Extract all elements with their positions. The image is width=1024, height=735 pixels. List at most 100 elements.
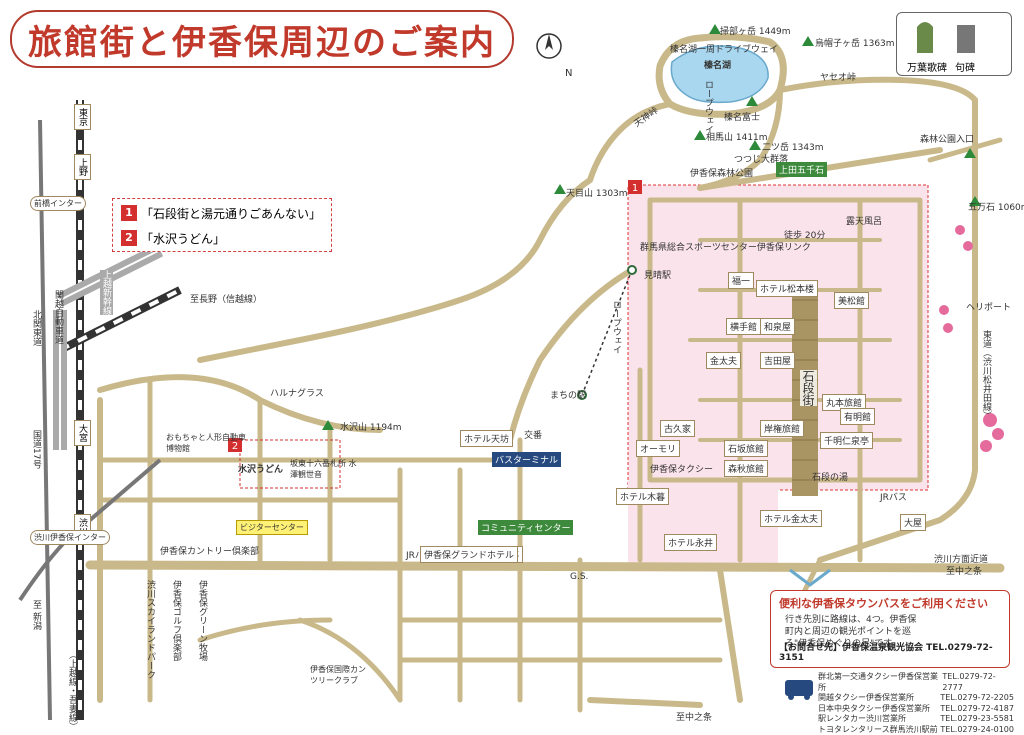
ryokan-label: 古久家: [660, 420, 695, 437]
info-title: 便利な伊香保タウンバスをご利用ください: [779, 595, 1009, 611]
taxi-tel: TEL.0279-72-2205: [940, 693, 1014, 704]
route17-label: 国道17号: [30, 430, 43, 468]
yaseo-pass-label: ヤセオ峠: [820, 70, 856, 83]
ryokan-label: 石坂旅館: [724, 440, 768, 457]
shibukawa-ic-label: 渋川伊香保インター: [30, 530, 110, 545]
taxi-row: 駅レンタカー渋川営業所 TEL.0279-23-5581: [818, 714, 1014, 725]
kuhi-monument-icon: [957, 25, 975, 53]
cherry-trees: [939, 225, 1004, 452]
taxi-tel: TEL.0279-72-4187: [940, 704, 1014, 715]
jr-bus-label-east: JRバス: [880, 490, 907, 503]
ropeway-label: ロープウェイ: [610, 300, 623, 354]
legend-box: 1 「石段街と湯元通りごあんない」 2 「水沢うどん」: [112, 198, 332, 252]
to-nakanojo-south: 至中之条: [676, 710, 712, 723]
svg-text:1: 1: [632, 183, 638, 194]
tenmoku-label: 天目山 1303m: [566, 186, 628, 199]
ryokan-label: ホテル永井: [664, 534, 717, 551]
map-title: 旅館街と伊香保周辺のご案内: [28, 15, 496, 64]
ryokan-label: 有明館: [840, 408, 875, 425]
ikaho-gc-label: 伊香保ゴルフ倶楽部: [170, 580, 183, 661]
taxi-row: 関越タクシー伊香保営業所 TEL.0279-72-2205: [818, 693, 1014, 704]
mizusawa-udon-label: 水沢うどん: [238, 462, 283, 475]
taxi-tel: TEL.0279-72-2777: [942, 672, 1014, 693]
legend-number: 1: [121, 205, 137, 221]
haruna-lake-label: 榛名湖: [704, 58, 731, 71]
ryokan-label: 美松館: [834, 292, 869, 309]
ryokan-label: ホテル金太夫: [760, 510, 822, 527]
taxi-tel: TEL.0279-23-5581: [940, 714, 1014, 725]
ishidan-label: 石段街: [800, 370, 817, 406]
info-contact: 【お問合せ先】伊香保温泉観光協会 TEL.0279-72-3151: [779, 640, 1009, 663]
rotenburo-label: 露天風呂: [846, 214, 882, 227]
ryokan-label: 伊香保グランドホテル: [420, 546, 518, 563]
ryokan-label: 和泉屋: [760, 318, 795, 335]
manyo-monument-icon: [917, 22, 933, 53]
haruna-fuji-label: 榛名富士: [724, 110, 760, 123]
to-niigata-label: 至 新潟: [30, 600, 43, 630]
compass-letter: N: [565, 68, 572, 79]
miharashi-station-marker: [628, 266, 636, 274]
omocha-museum-label: おもちゃと人形自動車博物館: [166, 432, 246, 454]
visitor-center-label: ビジターセンター: [236, 520, 308, 535]
mizusawa-kannon-label: 坂東十六番札所 水澤観世音: [290, 458, 360, 480]
ryokan-label: 吉田屋: [760, 352, 795, 369]
forest-park-entrance: 森林公園入口: [920, 132, 974, 145]
walk-time-label: 徒歩 20分: [784, 228, 825, 241]
goishi-label: 五万石 1060m: [968, 200, 1024, 213]
taxi-name: 群北第一交通タクシー伊香保営業所: [818, 672, 942, 693]
ohashi-label: 大屋: [900, 514, 926, 531]
ryokan-label: ホテル松本楼: [756, 280, 818, 297]
soma-label: 相馬山 1411m: [706, 130, 768, 143]
koban-label: 交番: [524, 428, 542, 441]
joetsu-shinkansen-label: 上越新幹線: [100, 270, 113, 315]
legend-item-1: 1 「石段街と湯元通りごあんない」: [121, 202, 323, 224]
community-center-label: コミュニティセンター: [478, 520, 573, 535]
station-ueno: 上野: [74, 154, 91, 180]
kanetsu-expressway-label: 関越自動車道: [52, 290, 65, 344]
taxi-name: 関越タクシー伊香保営業所: [818, 693, 914, 704]
legend-number: 2: [121, 230, 137, 246]
ryokan-label: オーモリ: [636, 440, 680, 457]
ryokan-label: ホテル木暮: [616, 488, 669, 505]
manyo-label: 万葉歌碑: [907, 59, 947, 74]
taxi-row: 日本中央タクシー伊香保営業所 TEL.0279-72-4187: [818, 704, 1014, 715]
ishidan-onsen-label: 石段の湯: [812, 470, 848, 483]
ryokan-label: ホテル天坊: [460, 430, 513, 447]
ryokan-label: 横手館: [726, 318, 761, 335]
east-road-label: 東道（渋川松井田線）: [980, 330, 993, 420]
ryokan-label: 森秋旅館: [724, 460, 768, 477]
legend-label: 「水沢うどん」: [141, 230, 225, 247]
haruna-drive-label: 榛名湖一周ドライブウェイ: [670, 42, 778, 55]
heliport-label: ヘリポート: [966, 300, 1011, 313]
map-title-box: 旅館街と伊香保周辺のご案内: [10, 10, 514, 68]
ikaho-forest-park: 伊香保森林公園: [690, 166, 753, 179]
kaminoyu-label: 上田五千石: [776, 162, 827, 177]
gas-station-label: G.S.: [570, 572, 588, 582]
ikaho-green-label: 伊香保グリーン牧場: [196, 580, 209, 661]
machinoeki-label: まちの駅: [550, 388, 586, 401]
ikaho-taxi-label: 伊香保タクシー: [650, 462, 713, 475]
symbol-legend: 万葉歌碑 句碑: [896, 12, 1012, 76]
ryokan-label: 金太夫: [706, 352, 741, 369]
legend-item-2: 2 「水沢うどん」: [121, 227, 323, 249]
haruna-grass-label: ハルナグラス: [270, 386, 324, 399]
to-nagano-label: 至長野（信越線）: [190, 292, 262, 305]
taxi-tel: TEL.0279-24-0100: [940, 725, 1014, 735]
jr-agatsuma-label: （上越線・吾妻線）: [66, 650, 79, 731]
ryokan-label: 岸権旅館: [760, 420, 804, 437]
ryokan-label: 福一: [728, 272, 754, 289]
legend-label: 「石段街と湯元通りごあんない」: [141, 205, 321, 222]
taxi-name: 駅レンタカー渋川営業所: [818, 714, 906, 725]
ikaho-link-label: 群馬県総合スポーツセンター伊香保リンク: [640, 240, 811, 253]
maebashi-ic-label: 前橋インター: [30, 196, 86, 211]
mizusawa-mountain-label: 水沢山 1194m: [340, 420, 402, 433]
kuhi-label: 句碑: [955, 59, 975, 74]
bus-terminal-label: バスターミナル: [492, 452, 561, 467]
taxi-name: トヨタレンタリース群馬渋川駅前: [818, 725, 938, 735]
taxi-name: 日本中央タクシー伊香保営業所: [818, 704, 930, 715]
ikaho-koku-label: 伊香保国際カンツリークラブ: [310, 664, 370, 686]
